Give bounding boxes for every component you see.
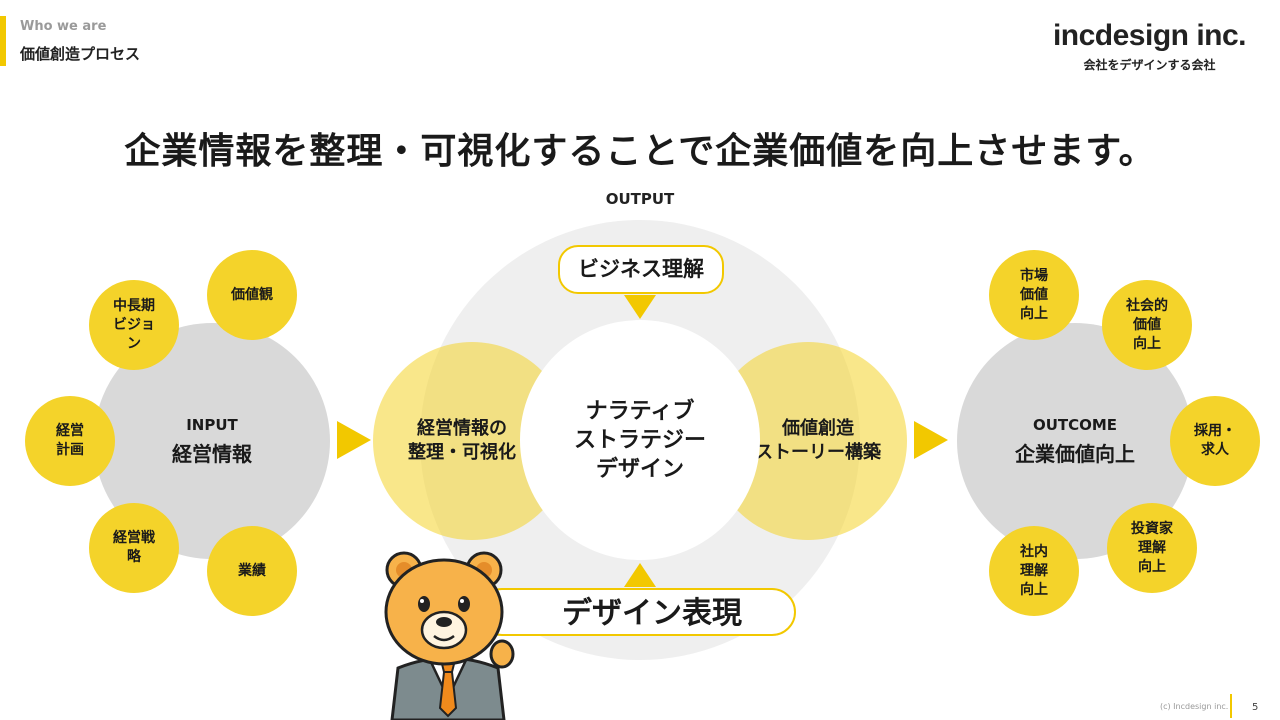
- item-line: 向上: [1133, 335, 1161, 352]
- section-label: Who we are: [20, 19, 107, 34]
- output-right-line: 価値創造: [782, 418, 854, 439]
- item-line: 採用・: [1194, 423, 1236, 439]
- section-accent-bar: [0, 16, 6, 66]
- logo-name: incdesign inc.: [1052, 19, 1247, 52]
- input-item-strategy: 経営戦 略: [89, 503, 179, 593]
- footer-divider: [1230, 694, 1232, 718]
- item-line: 経営戦: [113, 530, 155, 546]
- output-label: OUTPUT: [605, 190, 675, 208]
- outcome-item-market-value: 市場 価値 向上: [989, 250, 1079, 340]
- business-understanding-pill: ビジネス理解: [558, 245, 724, 294]
- design-expression-pill: デザイン表現: [478, 588, 796, 636]
- output-left-line: 経営情報の: [417, 418, 507, 439]
- outcome-title: 企業価値向上: [1015, 441, 1135, 466]
- outcome-label: OUTCOME: [1032, 415, 1118, 434]
- outcome-item-internal: 社内 理解 向上: [989, 526, 1079, 616]
- item-line: 社内: [1020, 543, 1048, 560]
- input-item-plan: 経営 計画: [25, 396, 115, 486]
- input-label: INPUT: [186, 415, 238, 434]
- output-left-line: 整理・可視化: [408, 442, 516, 463]
- item-line: 向上: [1020, 581, 1048, 598]
- item-line: 計画: [56, 442, 84, 458]
- output-right-line: ストーリー構築: [755, 442, 881, 463]
- item-line: 中長期: [113, 297, 155, 314]
- item-line: ビジョ: [113, 316, 155, 333]
- item-line: 向上: [1020, 305, 1048, 322]
- input-title: 経営情報: [172, 441, 252, 466]
- output-center-line: デザイン: [595, 456, 684, 482]
- input-item-vision: 中長期 ビジョ ン: [89, 280, 179, 370]
- item-line: 経営: [56, 423, 84, 439]
- outcome-item-recruiting: 採用・ 求人: [1170, 396, 1260, 486]
- section-title: 価値創造プロセス: [20, 45, 141, 63]
- output-center-line: ストラテジー: [573, 427, 706, 453]
- page-headline: 企業情報を整理・可視化することで企業価値を向上させます。: [124, 131, 1156, 172]
- arrow-right-icon: [914, 421, 948, 459]
- output-center-line: ナラティブ: [585, 398, 695, 424]
- page-number: 5: [1252, 702, 1259, 713]
- arrow-right-icon: [337, 421, 371, 459]
- item-line: 略: [127, 549, 141, 565]
- company-logo: incdesign inc. 会社をデザインする会社: [1052, 18, 1247, 73]
- input-item-performance: 業績: [207, 526, 297, 616]
- outcome-item-social-value: 社会的 価値 向上: [1102, 280, 1192, 370]
- item-line: ン: [127, 335, 141, 352]
- outcome-item-investor: 投資家 理解 向上: [1107, 503, 1197, 593]
- item-line: 理解: [1020, 562, 1048, 579]
- item-line: 価値: [1020, 286, 1048, 303]
- input-item-values: 価値観: [207, 250, 297, 340]
- item-line: 価値: [1133, 316, 1161, 333]
- item-line: 理解: [1138, 539, 1166, 556]
- item-line: 価値観: [231, 286, 273, 303]
- item-line: 求人: [1201, 442, 1229, 458]
- output-center-circle: ナラティブ ストラテジー デザイン: [520, 320, 760, 560]
- arrow-up-icon: [624, 563, 656, 587]
- item-line: 向上: [1138, 558, 1166, 575]
- logo-tagline: 会社をデザインする会社: [1083, 58, 1216, 72]
- item-line: 業績: [238, 562, 266, 579]
- arrow-down-icon: [624, 295, 656, 319]
- item-line: 社会的: [1126, 297, 1168, 314]
- bear-mascot-icon: [384, 551, 515, 720]
- footer-copyright: (c) Incdesign inc.: [1160, 702, 1229, 711]
- item-line: 市場: [1020, 267, 1048, 284]
- item-line: 投資家: [1131, 520, 1173, 537]
